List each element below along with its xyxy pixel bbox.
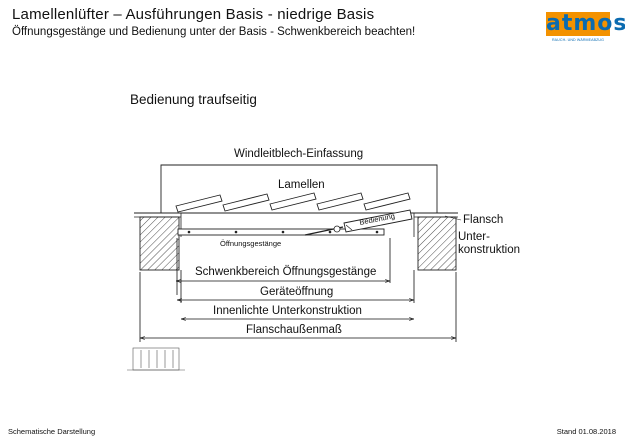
lamelle [316, 192, 364, 211]
unterkonstruktion-left [139, 216, 180, 271]
dim-flanschaussenmass: Flanschaußenmaß [246, 324, 342, 336]
label-lamellen: Lamellen [278, 179, 325, 191]
dimension-lines [139, 238, 457, 342]
dim-schwenkbereich: Schwenkbereich Öffnungsgestänge [195, 266, 376, 278]
label-unterkonstruktion-2: konstruktion [458, 244, 520, 256]
page-subtitle: Öffnungsgestänge und Bedienung unter der… [12, 26, 416, 38]
lamelle [269, 192, 317, 211]
lamelle [363, 192, 411, 211]
unterkonstruktion-right [417, 216, 457, 271]
oeffnungsgestaenge-bar [177, 228, 385, 236]
lamelle [222, 193, 270, 212]
label-flansch: Flansch [463, 214, 503, 226]
bedienung-actuator [304, 209, 413, 236]
dim-geraeteoeffnung: Geräteöffnung [260, 286, 333, 298]
dim-label-bg [188, 264, 388, 278]
label-windleitblech: Windleitblech-Einfassung [234, 148, 363, 160]
linkage-pivots [187, 230, 379, 234]
footer-note: Schematische Darstellung [8, 427, 96, 436]
lamelle [175, 194, 223, 213]
ventilator-thumbnail-icon [127, 347, 185, 371]
dim-innenlichte: Innenlichte Unterkonstruktion [213, 305, 362, 317]
label-unterkonstruktion-1: Unter- [458, 231, 490, 243]
section-title: Bedienung traufseitig [130, 92, 257, 107]
label-oeffnungsgestaenge: Öffnungsgestänge [220, 239, 281, 248]
page-title: Lamellenlüfter – Ausführungen Basis - ni… [12, 6, 375, 23]
lamellen [175, 192, 411, 213]
logo-tagline: RAUCH- UND WÄRMEABZUG [551, 38, 604, 42]
windleitblech-einfassung [160, 164, 438, 213]
footer-date: Stand 01.08.2018 [556, 427, 616, 436]
